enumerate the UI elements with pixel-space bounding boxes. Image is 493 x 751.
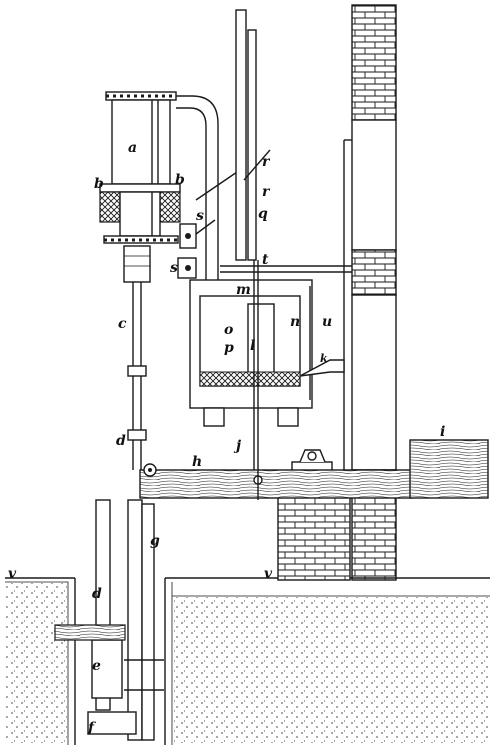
diagram-labels: a b b c d d e f g h i j k l m n o p q r … bbox=[8, 140, 445, 736]
label-m: m bbox=[236, 282, 251, 298]
label-j: j bbox=[233, 438, 241, 454]
label-k: k bbox=[320, 352, 328, 365]
label-o: o bbox=[224, 322, 233, 338]
label-l: l bbox=[250, 338, 255, 354]
rod-assembly bbox=[220, 9, 352, 500]
valve-gear bbox=[177, 169, 241, 279]
label-h: h bbox=[192, 454, 202, 470]
label-u: u bbox=[322, 314, 332, 330]
brick-pier bbox=[277, 449, 351, 581]
label-s-upper: s bbox=[196, 208, 204, 224]
label-d-lower: d bbox=[92, 586, 102, 602]
label-r-upper: r bbox=[262, 154, 271, 170]
ground bbox=[5, 577, 490, 745]
label-i: i bbox=[440, 424, 445, 440]
label-c: c bbox=[118, 316, 127, 332]
piston-rod bbox=[123, 245, 151, 470]
label-d-upper: d bbox=[116, 433, 126, 449]
label-v-right: v bbox=[264, 566, 273, 582]
label-a: a bbox=[128, 140, 137, 156]
label-b-left: b bbox=[94, 176, 104, 192]
pump-barrel bbox=[54, 499, 164, 741]
label-n: n bbox=[290, 314, 300, 330]
label-p: p bbox=[224, 340, 234, 356]
timber-beam bbox=[139, 463, 413, 499]
label-b-right: b bbox=[175, 172, 185, 188]
label-e: e bbox=[92, 658, 101, 674]
steam-cylinder bbox=[99, 91, 181, 244]
label-r-lower: r bbox=[262, 184, 271, 200]
label-t: t bbox=[262, 252, 269, 268]
label-v-left: v bbox=[8, 566, 17, 582]
label-f: f bbox=[87, 720, 97, 736]
boiler-box bbox=[189, 279, 345, 427]
label-q: q bbox=[258, 206, 268, 222]
water-tank bbox=[409, 439, 489, 499]
label-g: g bbox=[150, 533, 160, 549]
label-s-lower: s bbox=[170, 260, 178, 276]
